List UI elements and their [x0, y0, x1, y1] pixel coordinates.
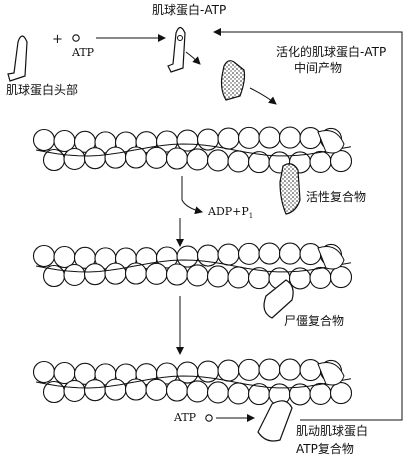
myosin-atp-shape: [167, 26, 186, 73]
arrow-to-activated: [185, 51, 201, 65]
actin-monomer: [176, 361, 199, 384]
actin-monomer: [299, 243, 322, 266]
actin-monomer: [145, 378, 168, 401]
actin-monomer: [309, 266, 332, 289]
actin-monomer: [237, 358, 261, 381]
actin-monomer: [145, 146, 168, 169]
actin-monomer: [237, 242, 261, 265]
actin-monomer: [165, 379, 189, 402]
label-atp-top: ATP: [72, 46, 95, 59]
actin-monomer: [32, 244, 56, 268]
tropomyosin-strand: [35, 143, 352, 157]
actin-monomer: [217, 127, 240, 150]
actin-monomer: [227, 382, 250, 405]
actin-monomer: [278, 358, 302, 381]
actin-monomer: [206, 381, 230, 404]
actin-monomer: [42, 380, 66, 404]
rigor-complex-head: [263, 279, 294, 319]
actin-monomer: [299, 359, 322, 382]
label-active-complex: 活性复合物: [306, 190, 367, 204]
actin-monomer: [206, 149, 230, 172]
actin-monomer: [309, 382, 332, 405]
actin-monomer: [186, 264, 209, 287]
label-myosin-atp: 肌球蛋白-ATP: [152, 3, 227, 17]
adp-pi-release-arrow: [181, 176, 203, 215]
label-atp-bottom: ATP: [174, 411, 197, 424]
actin-monomer: [104, 146, 127, 169]
actin-monomer: [329, 266, 353, 289]
bound-myosin-head: [317, 362, 345, 386]
actin-filament-stage1: [32, 126, 353, 174]
actin-monomer: [258, 126, 281, 149]
actin-monomer: [309, 150, 332, 173]
return-loop-line: [213, 28, 403, 421]
label-rigor-complex: 尸僵复合物: [284, 314, 345, 328]
label-activated-intermediate-2: 中间产物: [294, 61, 343, 75]
tropomyosin-strand: [35, 375, 352, 389]
actomyosin-atp-head: [257, 400, 293, 442]
actin-monomer: [186, 148, 209, 171]
atp-molecule-top: [72, 34, 80, 42]
label-myosin-head: 肌球蛋白头部: [6, 83, 79, 97]
actin-monomer: [206, 265, 230, 288]
tropomyosin-strand: [35, 259, 352, 273]
actin-monomer: [32, 360, 56, 384]
actin-monomer: [278, 126, 302, 149]
actin-monomer: [329, 382, 353, 405]
actin-monomer: [165, 147, 189, 170]
myosin-head-shape: [7, 35, 28, 82]
label-actomyosin-2: ATP复合物: [296, 442, 354, 456]
actin-monomer: [329, 150, 353, 173]
actin-filament-stage2: [32, 242, 353, 290]
active-complex-head: [279, 163, 301, 215]
actin-filament-stage3: [32, 358, 353, 406]
actin-monomer: [63, 147, 86, 171]
actin-monomer: [42, 148, 66, 172]
label-actomyosin-1: 肌动肌球蛋白: [296, 424, 369, 438]
actin-monomer: [83, 379, 107, 402]
actin-monomer: [217, 359, 240, 382]
actin-monomer: [145, 262, 168, 285]
actin-monomer: [83, 147, 107, 170]
actin-monomer: [63, 379, 86, 403]
actin-monomer: [258, 242, 281, 265]
actin-monomer: [83, 263, 107, 286]
atp-molecule-bottom: [205, 414, 213, 422]
label-plus: +: [52, 32, 63, 47]
actin-monomer: [258, 358, 281, 381]
actin-monomer: [217, 243, 240, 266]
bound-myosin-head: [317, 246, 345, 270]
actin-monomer: [63, 263, 86, 287]
arrow-to-active-complex: [249, 87, 277, 105]
actin-monomer: [176, 129, 199, 152]
actin-monomer: [104, 378, 127, 401]
actin-monomer: [42, 264, 66, 288]
actin-monomer: [176, 245, 199, 268]
actin-monomer: [278, 242, 302, 265]
label-adp-pi: ADP+P1: [208, 205, 254, 221]
actin-monomer: [227, 266, 250, 289]
actin-monomer: [104, 262, 127, 285]
actin-monomer: [32, 128, 56, 152]
actin-monomer: [186, 380, 209, 403]
label-activated-intermediate-1: 活化的肌球蛋白-ATP: [276, 45, 387, 59]
actin-monomer: [227, 150, 250, 173]
actin-monomer: [237, 126, 261, 149]
activated-intermediate-shape: [220, 60, 246, 101]
actin-monomer: [165, 263, 189, 286]
actin-monomer: [299, 127, 322, 150]
bound-myosin-head: [317, 130, 345, 154]
